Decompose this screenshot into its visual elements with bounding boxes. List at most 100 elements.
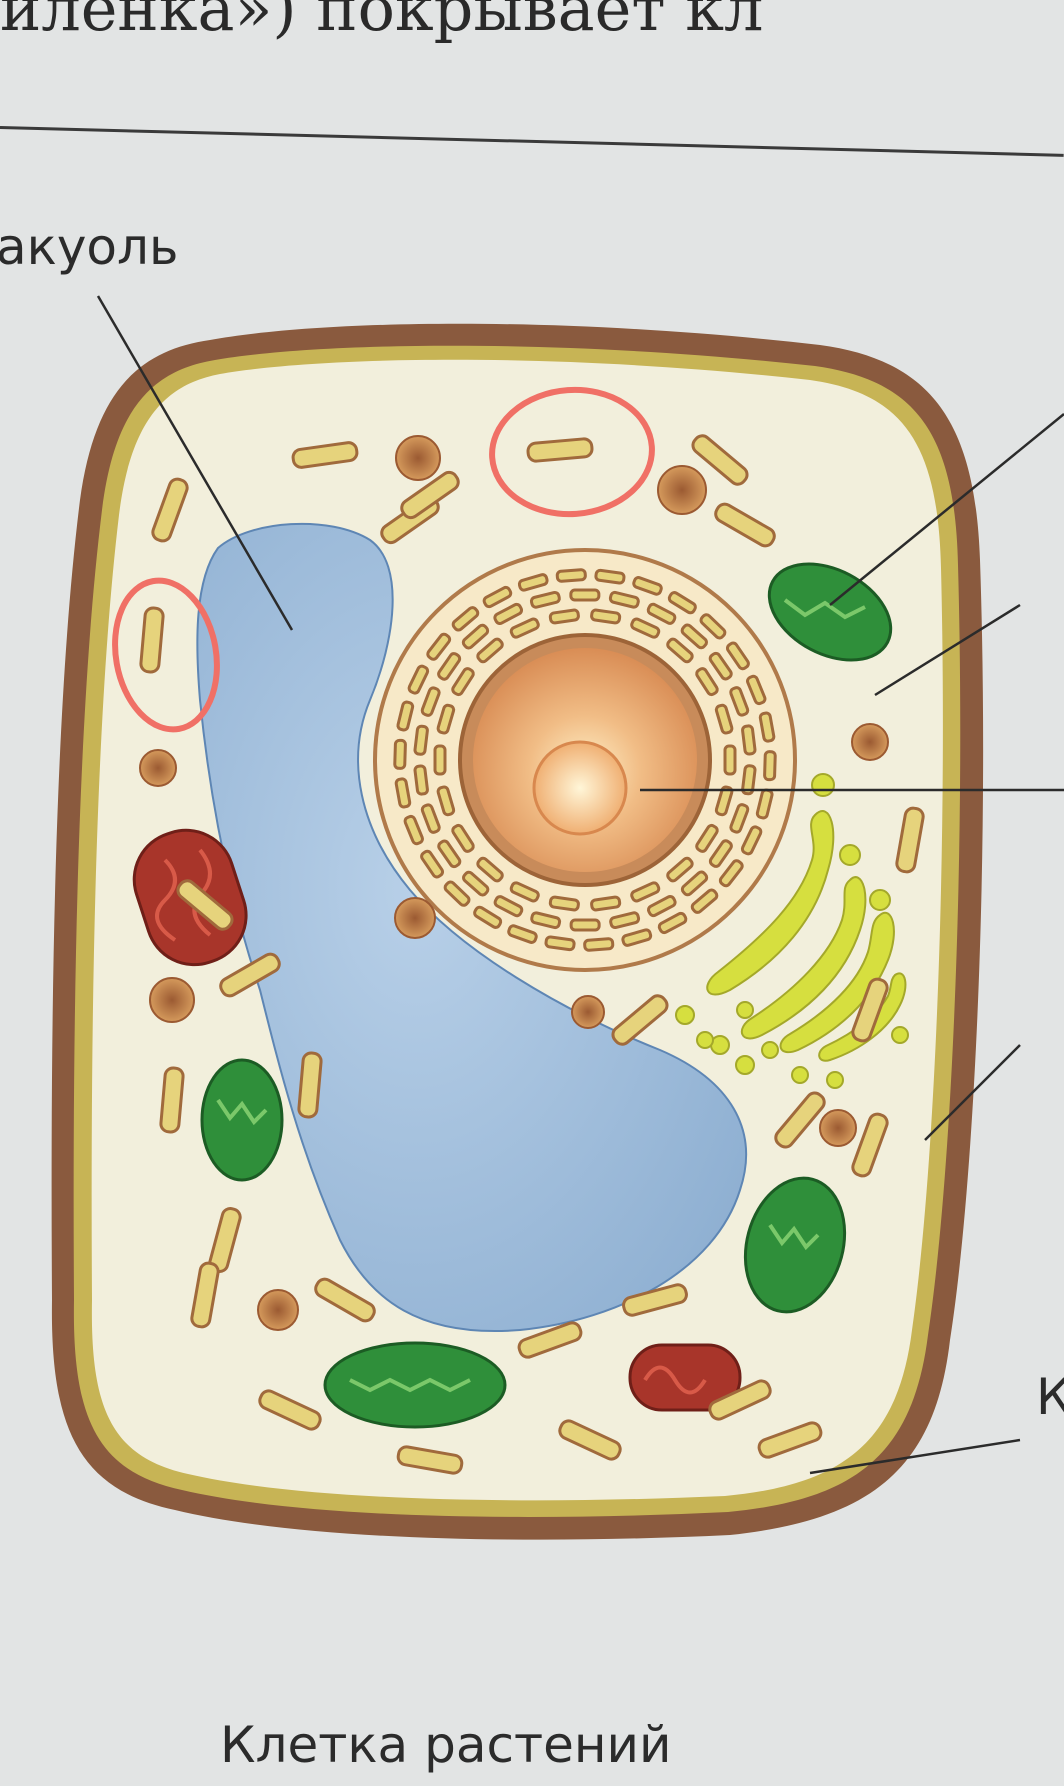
er-dash	[314, 1277, 376, 1323]
er-segment	[436, 785, 456, 817]
er-segment	[509, 617, 540, 639]
er-dash	[611, 994, 669, 1046]
er-segment	[699, 613, 727, 640]
er-segment	[695, 667, 719, 697]
er-segment	[413, 764, 429, 796]
er-segment	[725, 641, 750, 671]
er-segment	[555, 568, 587, 583]
er-segment	[630, 881, 661, 903]
er-segment	[741, 764, 757, 796]
er-dash	[291, 441, 359, 469]
er-segment	[461, 623, 490, 650]
er-dash	[714, 502, 776, 548]
er-dash	[258, 1389, 322, 1431]
er-segment	[590, 895, 622, 912]
er-segment	[632, 576, 663, 596]
er-segment	[548, 608, 580, 625]
er-dash	[139, 606, 165, 674]
er-segment	[426, 632, 452, 661]
golgi-apparatus	[675, 773, 909, 1089]
er-segment	[666, 856, 694, 883]
er-segment	[569, 588, 601, 602]
er-segment	[569, 918, 601, 932]
er-dash	[400, 470, 460, 520]
er-dash	[297, 1051, 323, 1119]
er-dash	[851, 1112, 889, 1178]
er-segment	[630, 617, 661, 639]
er-dash	[757, 1421, 823, 1459]
header-text: иленка») покрывает кл	[0, 0, 1064, 72]
er-dash	[151, 477, 189, 543]
er-dash	[517, 1321, 583, 1359]
er-dash	[558, 1419, 622, 1461]
er-segment	[718, 859, 744, 888]
header-text-content: иленка») покрывает кл	[0, 0, 764, 45]
er-segment	[758, 711, 776, 743]
er-dash	[526, 437, 594, 463]
er-segment	[740, 825, 763, 856]
er-segment	[394, 777, 412, 809]
er-segment	[723, 744, 737, 776]
mitochondrion	[628, 1343, 742, 1412]
er-segment	[646, 602, 677, 625]
er-segment	[420, 686, 441, 717]
er-segment	[741, 724, 757, 756]
label-vacuole: акуоль	[0, 218, 179, 276]
er-dash	[159, 1066, 185, 1134]
er-segment	[583, 937, 615, 952]
er-segment	[590, 608, 622, 625]
er-segment	[544, 935, 576, 952]
leader-lines	[96, 295, 1064, 1475]
er-segments	[393, 568, 777, 952]
chloroplasts	[200, 562, 893, 1429]
er-segment	[666, 637, 694, 664]
er-segment	[451, 667, 475, 697]
er-segment	[413, 724, 429, 756]
nucleolus	[532, 740, 628, 836]
er-segment	[473, 905, 503, 929]
er-dash	[190, 1261, 220, 1329]
er-dash	[691, 434, 749, 486]
er-segment	[443, 880, 471, 907]
highlight-circle	[489, 386, 655, 518]
er-segment	[476, 637, 504, 664]
ribosomes	[139, 435, 889, 1331]
chloroplast	[323, 1341, 507, 1429]
er-dashes	[139, 434, 925, 1475]
label-k: К	[1036, 1368, 1064, 1426]
er-segment	[436, 703, 456, 735]
er-segment	[690, 888, 719, 914]
er-segment	[708, 651, 733, 681]
er-segment	[433, 744, 447, 776]
er-segment	[548, 895, 580, 912]
er-segment	[646, 894, 677, 918]
er-segment	[657, 911, 688, 935]
er-segment	[476, 856, 504, 883]
er-dash	[219, 952, 281, 998]
er-segment	[451, 823, 475, 853]
er-segment	[407, 664, 430, 695]
er-segment	[437, 652, 462, 681]
er-dash	[708, 1379, 772, 1421]
er-dash	[176, 879, 234, 931]
highlight-circle	[112, 577, 220, 733]
er-segment	[509, 881, 540, 903]
er-segment	[529, 590, 561, 609]
er-segment	[507, 924, 538, 944]
er-segment	[714, 703, 734, 735]
chloroplast	[767, 562, 893, 662]
er-segment	[396, 700, 415, 732]
er-segment	[608, 590, 640, 609]
er-segment	[451, 606, 480, 632]
chloroplast	[200, 1058, 284, 1182]
er-segment	[621, 928, 653, 947]
er-dash	[396, 1445, 464, 1475]
er-segment	[594, 568, 626, 585]
er-segment	[729, 686, 750, 717]
er-segment	[493, 602, 524, 626]
er-segment	[482, 585, 513, 609]
er-segment	[393, 738, 407, 770]
er-segment	[680, 870, 709, 897]
er-segment	[680, 623, 708, 650]
